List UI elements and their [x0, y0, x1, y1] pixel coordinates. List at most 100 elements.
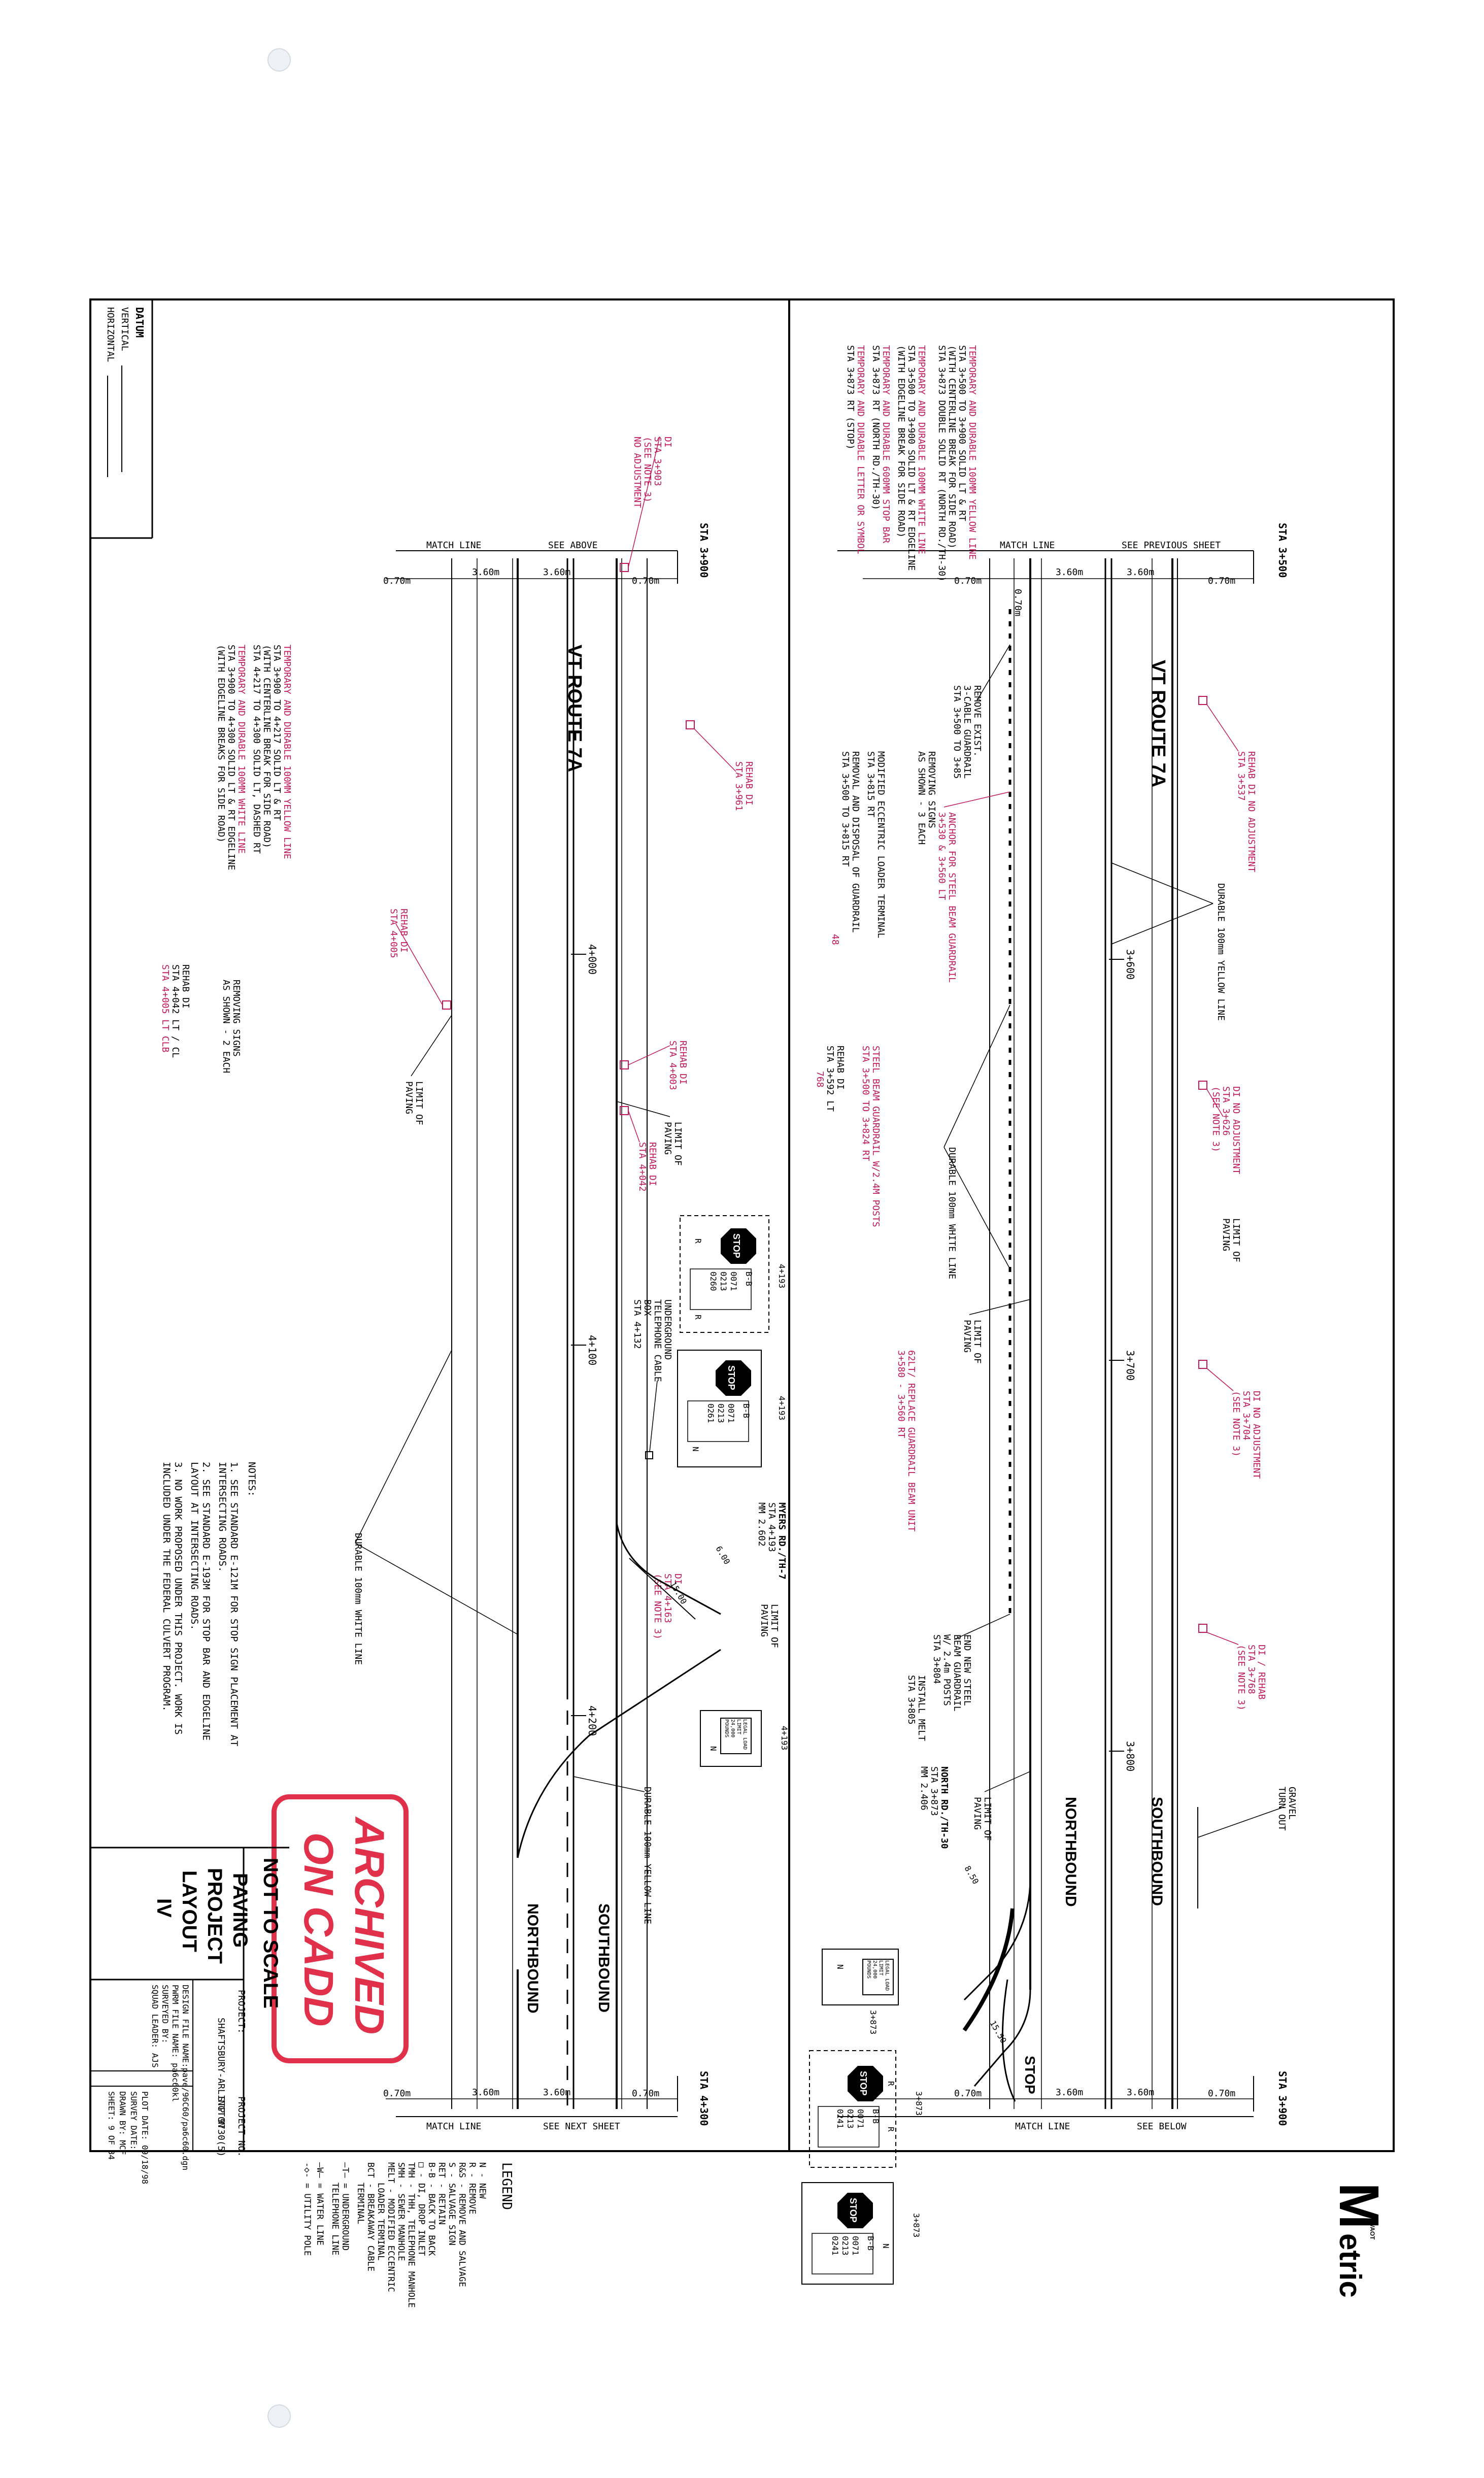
svg-text:AS SHOWN - 2 EACH: AS SHOWN - 2 EACH [221, 980, 231, 1073]
svg-text:(SEE NOTE 3): (SEE NOTE 3) [1231, 1391, 1241, 1457]
lower-route-title: VT ROUTE 7A [564, 645, 585, 772]
svg-text:DESIGN FILE NAME:pave/96C60/pa: DESIGN FILE NAME:pave/96C60/pa6c60.dgn [181, 1985, 190, 2170]
lower-match-tr: MATCH LINE [426, 2121, 481, 2132]
svg-text:STA 3+537: STA 3+537 [1236, 751, 1246, 801]
svg-text:LEGAL LOAD: LEGAL LOAD [742, 1719, 748, 1750]
svg-text:0.70m: 0.70m [1208, 576, 1235, 586]
svg-text:PAVING: PAVING [403, 1081, 414, 1114]
svg-text:UNDERGROUND: UNDERGROUND [662, 1299, 673, 1360]
svg-text:BCT - BREAKAWAY CABLE: BCT - BREAKAWAY CABLE [365, 2162, 376, 2271]
svg-text:1. SEE STANDARD E-121M FOR STO: 1. SEE STANDARD E-121M FOR STOP SIGN PLA… [228, 1462, 240, 1747]
title-line-3: LAYOUT [178, 1870, 200, 1952]
svg-text:TEMPORARY AND DURABLE 100MM YE: TEMPORARY AND DURABLE 100MM YELLOW LINE [282, 645, 292, 859]
svg-text:PWRM FILE NAME: pa6c60kl: PWRM FILE NAME: pa6c60kl [171, 1985, 180, 2102]
svg-text:BOX: BOX [642, 1299, 653, 1316]
punch-hole [267, 48, 291, 72]
upper-note-line: TEMPORARY AND DURABLE 100MM YELLOW LINE [967, 345, 977, 560]
svg-text:STA 4+005 LT CLB: STA 4+005 LT CLB [160, 964, 171, 1052]
svg-text:STA 3+961: STA 3+961 [733, 761, 744, 811]
svg-text:REMOVING SIGNS: REMOVING SIGNS [926, 751, 937, 828]
svg-text:STA 3+873 RT (NORTH RD./TH-30): STA 3+873 RT (NORTH RD./TH-30) [870, 345, 881, 510]
svg-text:N: N [835, 1964, 845, 1969]
svg-text:STA 3+500 TO 3+85: STA 3+500 TO 3+85 [952, 685, 962, 779]
svg-text:B-B: B-B [866, 2236, 875, 2251]
lower-see-tr: SEE NEXT SHEET [543, 2121, 620, 2132]
svg-text:N: N [709, 1746, 718, 1751]
svg-text:0071: 0071 [726, 1403, 736, 1423]
svg-text:R&S - REMOVE AND SALVAGE: R&S - REMOVE AND SALVAGE [457, 2162, 467, 2287]
svg-text:(SEE NOTE 3): (SEE NOTE 3) [1210, 1086, 1221, 1152]
svg-text:STOP: STOP [848, 2198, 858, 2223]
svg-text:3+800: 3+800 [1124, 1741, 1136, 1771]
svg-text:B-B: B-B [871, 2109, 881, 2124]
svg-text:3.60m: 3.60m [1127, 2087, 1154, 2098]
svg-text:DRAWN BY: MCF: DRAWN BY: MCF [118, 2091, 127, 2155]
svg-text:0.70m: 0.70m [383, 2088, 411, 2099]
svg-text:MM 2.406: MM 2.406 [919, 1766, 929, 1811]
lower-match-tl: MATCH LINE [426, 540, 481, 551]
svg-text:SMH - SEWER MANHOLE: SMH - SEWER MANHOLE [396, 2162, 406, 2261]
datum-horizontal: HORIZONTAL [105, 307, 116, 362]
svg-text:DURABLE 100mm WHITE LINE: DURABLE 100mm WHITE LINE [353, 1533, 363, 1665]
svg-text:4+193: 4+193 [777, 1396, 787, 1420]
svg-text:3+530 & 3+560 LT: 3+530 & 3+560 LT [936, 812, 947, 900]
svg-text:REHAB DI: REHAB DI [835, 1046, 846, 1090]
project-name: SHAFTSBURY-ARLINGTON [216, 2018, 226, 2128]
svg-text:PAVING: PAVING [962, 1320, 972, 1353]
svg-text:PAVING: PAVING [759, 1604, 769, 1637]
svg-text:0261: 0261 [706, 1403, 716, 1423]
svg-text:TEMPORARY AND DURABLE 600MM ST: TEMPORARY AND DURABLE 600MM STOP BAR [881, 345, 891, 543]
logo-small: VAOT [1369, 2223, 1376, 2240]
svg-text:LOADER TERMINAL: LOADER TERMINAL [376, 2183, 386, 2261]
logo-text: etric [1333, 2233, 1367, 2298]
svg-text:REHAB DI: REHAB DI [678, 1041, 688, 1085]
svg-text:3-CABLE GUARDRAIL: 3-CABLE GUARDRAIL [962, 685, 972, 779]
svg-text:0241: 0241 [830, 2236, 840, 2256]
svg-text:PAVING: PAVING [1221, 1218, 1231, 1251]
svg-text:-◇- = UTILITY POLE: -◇- = UTILITY POLE [302, 2162, 312, 2256]
lower-sta-right: STA 4+300 [698, 2071, 710, 2126]
svg-text:(WITH CENTERLINE BREAK FOR SID: (WITH CENTERLINE BREAK FOR SIDE ROAD) [261, 645, 272, 848]
svg-text:8.50: 8.50 [963, 1864, 981, 1886]
svg-text:INSTALL MELT: INSTALL MELT [916, 1675, 927, 1741]
svg-text:4+100: 4+100 [586, 1335, 598, 1365]
svg-text:—W— = WATER LINE: —W— = WATER LINE [315, 2162, 325, 2246]
svg-text:3+600: 3+600 [1124, 949, 1136, 980]
svg-text:0.70m: 0.70m [954, 576, 982, 586]
svg-text:768: 768 [815, 1071, 825, 1088]
svg-text:R: R [886, 2081, 896, 2086]
upper-see-tl: SEE PREVIOUS SHEET [1122, 540, 1221, 551]
svg-text:N - NEW: N - NEW [477, 2162, 487, 2199]
svg-text:STA 4+042 LT / CL: STA 4+042 LT / CL [170, 964, 181, 1058]
svg-text:3.60m: 3.60m [472, 2087, 499, 2098]
datum-vertical: VERTICAL [119, 307, 130, 351]
svg-text:—T— = UNDERGROUND: —T— = UNDERGROUND [340, 2162, 350, 2251]
svg-text:INTERSECTING ROADS.: INTERSECTING ROADS. [217, 1462, 228, 1572]
svg-text:STA 4+005: STA 4+005 [388, 909, 399, 958]
svg-text:DI: DI [662, 437, 673, 448]
title-block: PAVING PROJECT LAYOUT IV NOT TO SCALE PR… [90, 1847, 289, 2184]
svg-text:STA 4+193: STA 4+193 [766, 1502, 777, 1552]
upper-sta-left: STA 3+500 [1276, 523, 1289, 578]
svg-text:48: 48 [830, 934, 840, 945]
svg-text:PAVING: PAVING [972, 1797, 983, 1830]
svg-text:0071: 0071 [856, 2109, 865, 2129]
svg-text:0213: 0213 [716, 1403, 726, 1423]
svg-text:DI NO ADJUSTMENT: DI NO ADJUSTMENT [1231, 1086, 1241, 1175]
svg-text:W/ 2.4m POSTS: W/ 2.4m POSTS [941, 1634, 952, 1706]
svg-text:STA 3+873 RT (STOP): STA 3+873 RT (STOP) [845, 345, 856, 450]
svg-text:R: R [693, 1315, 703, 1320]
svg-text:PROJECT:: PROJECT: [236, 1990, 247, 2034]
logo-mark: M [1328, 2183, 1390, 2229]
svg-text:PLOT DATE: 09/18/98: PLOT DATE: 09/18/98 [140, 2091, 150, 2184]
svg-text:0.70m: 0.70m [383, 576, 411, 586]
svg-text:BEAM GUARDRAIL: BEAM GUARDRAIL [952, 1634, 962, 1712]
svg-text:0.70m: 0.70m [1208, 2088, 1235, 2099]
svg-text:POUNDS: POUNDS [724, 1719, 729, 1737]
svg-text:STOP: STOP [731, 1233, 741, 1258]
svg-text:DI: DI [672, 1573, 683, 1585]
svg-text:STA 3+873 DOUBLE SOLID RT (NOR: STA 3+873 DOUBLE SOLID RT (NORTH RD./TH-… [936, 345, 947, 582]
svg-text:(SEE NOTE 3): (SEE NOTE 3) [642, 437, 653, 503]
svg-text:STA 4+132: STA 4+132 [632, 1299, 643, 1349]
svg-text:LIMIT OF: LIMIT OF [769, 1604, 780, 1648]
